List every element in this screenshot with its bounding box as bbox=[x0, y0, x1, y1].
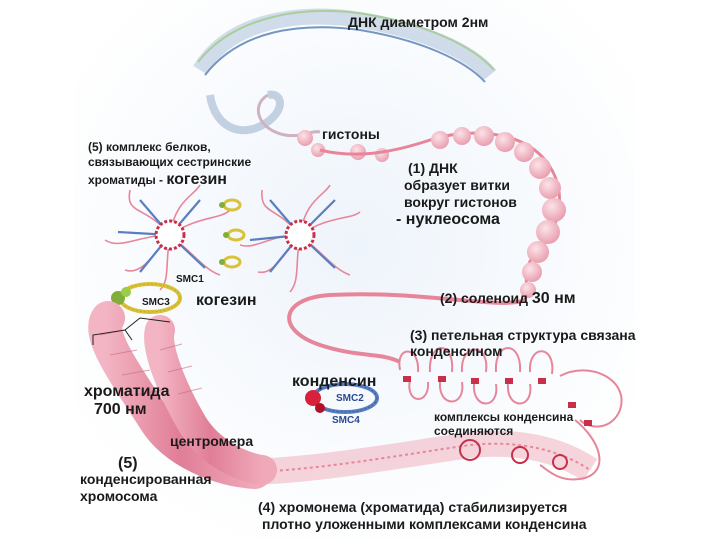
label-solenoid-text: (2) соленоид bbox=[440, 290, 532, 306]
label-dna-diameter: ДНК диаметром 2нм bbox=[348, 14, 489, 30]
label-solenoid: (2) соленоид 30 нм bbox=[440, 290, 576, 308]
label-nucleosome-line2: образует витки bbox=[404, 177, 510, 193]
label-chromatid-size: 700 нм bbox=[94, 401, 147, 418]
label-loop-line2: конденсином bbox=[410, 343, 503, 359]
label-condensin: конденсин bbox=[292, 373, 377, 390]
cohesin-ring-icon bbox=[111, 282, 182, 314]
label-smc1: SMC1 bbox=[176, 274, 204, 285]
label-histones: гистоны bbox=[322, 126, 380, 142]
label-cohesin-complex-term: когезин bbox=[166, 171, 227, 188]
label-chromonema-line2: плотно уложенными комплексами конденсина bbox=[262, 516, 587, 532]
label-smc4: SMC4 bbox=[332, 415, 360, 426]
label-nucleosome-line3: вокруг гистонов bbox=[404, 194, 517, 210]
label-loop-line1: (3) петельная структура связана bbox=[410, 327, 636, 343]
label-solenoid-size: 30 нм bbox=[531, 290, 576, 307]
condensin-markers bbox=[403, 376, 592, 426]
label-cohesin-complex-line3-text: хроматиды - bbox=[88, 173, 167, 187]
dna-helix bbox=[193, 8, 497, 138]
label-chromatid: хроматида bbox=[84, 383, 170, 400]
cohesin-rosettes bbox=[104, 184, 361, 293]
label-smc3: SMC3 bbox=[142, 297, 170, 308]
label-condensed-number: (5) bbox=[118, 455, 138, 472]
label-cohesin: когезин bbox=[196, 292, 257, 309]
chromonema-hubs bbox=[459, 439, 568, 470]
label-centromere: центромера bbox=[170, 433, 254, 449]
label-condensed-line2: хромосома bbox=[80, 488, 158, 504]
label-condensed-line1: конденсированная bbox=[80, 471, 212, 487]
label-nucleosome-line4: - нуклеосома bbox=[396, 211, 500, 228]
label-cohesin-complex-line3: хроматиды - когезин bbox=[88, 171, 227, 189]
label-condensin-join-line2: соединяются bbox=[434, 424, 514, 438]
label-condensin-join-line1: комплексы конденсина bbox=[434, 410, 574, 424]
label-chromonema-line1: (4) хромонема (хроматида) стабилизируетс… bbox=[258, 499, 568, 515]
condensin-ring-icon bbox=[305, 382, 379, 414]
label-nucleosome-line1: (1) ДНК bbox=[408, 160, 458, 176]
condensin-loops bbox=[398, 347, 623, 481]
label-smc2: SMC2 bbox=[336, 393, 364, 404]
label-cohesin-complex-line1: (5) комплекс белков, bbox=[88, 140, 211, 154]
label-cohesin-complex-line2: связывающих сестринские bbox=[88, 155, 252, 169]
nucleosome-discs bbox=[431, 126, 566, 298]
solenoid-fiber bbox=[287, 292, 526, 364]
chromosome-icon bbox=[88, 301, 277, 489]
